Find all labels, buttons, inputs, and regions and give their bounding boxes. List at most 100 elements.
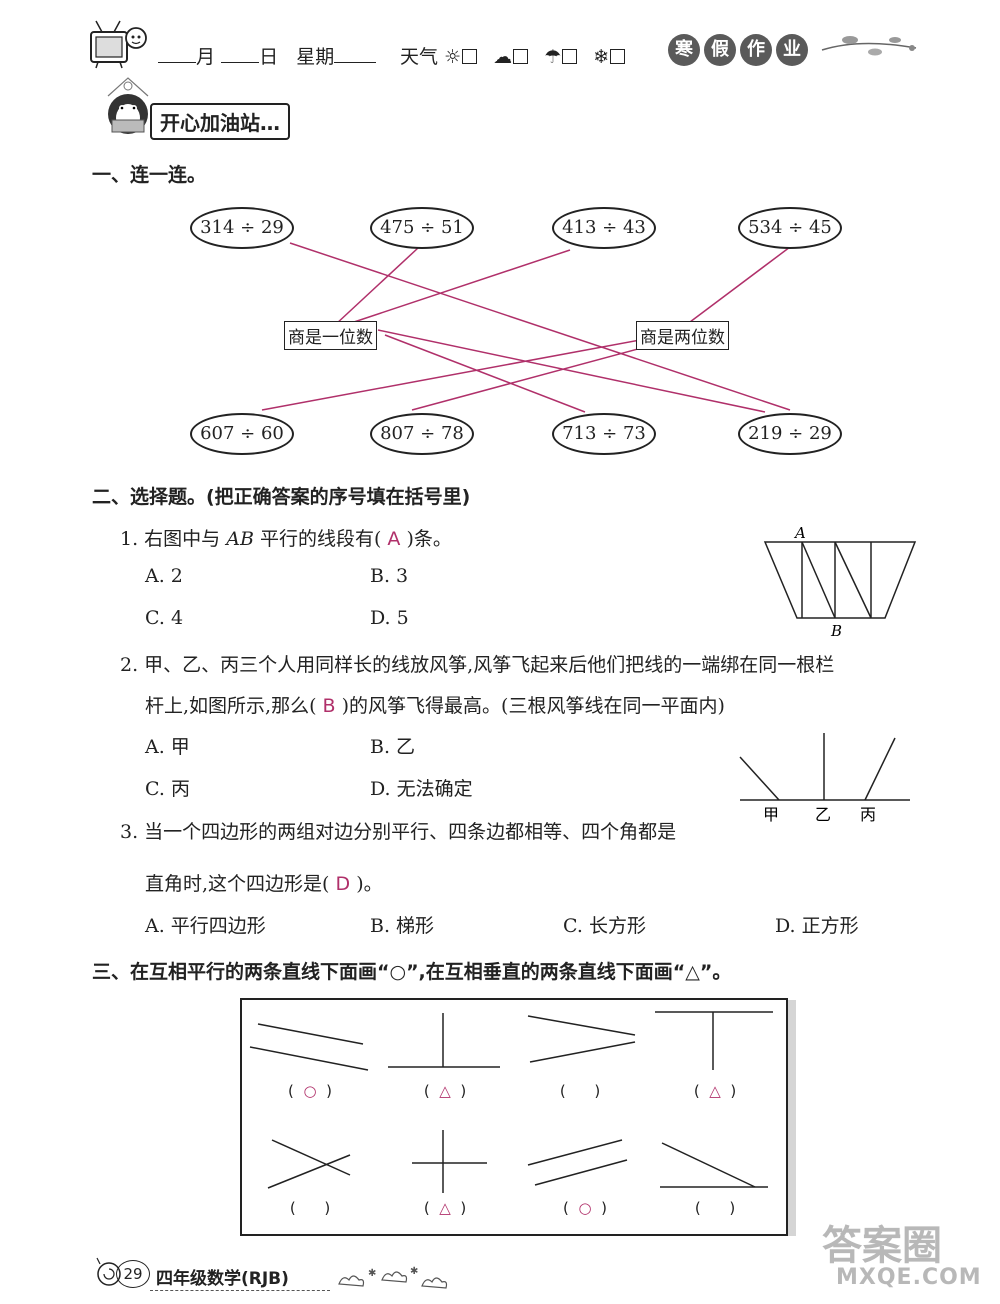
match-line <box>261 339 641 411</box>
answer-slot-4[interactable]: ( △ ) <box>693 1082 737 1100</box>
two-digit-quotient-label: 商是两位数 <box>636 321 729 350</box>
q2-answer[interactable]: B <box>322 695 336 717</box>
line-pair-1 <box>249 1046 369 1071</box>
q3-text: )。 <box>356 873 383 895</box>
answer-slot-6[interactable]: ( △ ) <box>423 1199 467 1217</box>
q3-option-d: D. 正方形 <box>775 915 859 937</box>
q2-text: )的风筝飞得最高。(三根风筝线在同一平面内) <box>341 695 725 717</box>
footer-underline <box>150 1290 330 1291</box>
q1-var: AB <box>226 528 254 550</box>
answer-slot-7[interactable]: ( ○ ) <box>563 1199 607 1217</box>
answer-slot-8[interactable]: ( ) <box>694 1199 736 1217</box>
month-blank <box>158 44 196 63</box>
one-digit-quotient-label: 商是一位数 <box>284 321 377 350</box>
fig-label-a: A <box>793 525 806 542</box>
weekday-blank <box>334 44 377 63</box>
weather-field: 天气 ☼ ☁ ☂ ❄ <box>400 42 635 69</box>
question-1: 1. 右图中与 AB 平行的线段有( A )条。 <box>120 524 452 551</box>
fig-label-bing: 丙 <box>860 805 876 824</box>
line-pair-5 <box>271 1139 351 1176</box>
answer-slot-3[interactable]: ( ) <box>559 1082 601 1100</box>
question-2-line-1: 2. 甲、乙、丙三个人用同样长的线放风筝,风筝飞起来后他们把线的一端绑在同一根栏 <box>120 654 835 676</box>
bottom-expression: 713 ÷ 73 <box>552 413 656 455</box>
section-banner: 开心加油站… <box>150 103 290 140</box>
q2-option-d: D. 无法确定 <box>370 778 473 800</box>
fig-label-jia: 甲 <box>763 805 779 824</box>
section-1-title: 一、连一连。 <box>92 164 207 186</box>
month-label: 月 <box>196 46 216 68</box>
q1-answer[interactable]: A <box>387 528 401 550</box>
top-expression: 413 ÷ 43 <box>552 207 656 249</box>
sun-icon: ☼ <box>444 46 462 68</box>
book-title: 四年级数学(RJB) <box>156 1269 289 1289</box>
line-pair-7 <box>527 1139 623 1166</box>
q1-text: 平行的线段有( <box>253 528 382 550</box>
answer-slot-1[interactable]: ( ○ ) <box>288 1082 332 1100</box>
date-fields: 月 日 星期 <box>158 42 377 69</box>
q1-option-b: B. 3 <box>370 565 409 587</box>
penguin-mascot-icon <box>107 77 149 134</box>
svg-text:✱: ✱ <box>410 1266 418 1277</box>
answer-slot-5[interactable]: ( ) <box>289 1199 331 1217</box>
match-line <box>411 342 661 411</box>
q1-option-a: A. 2 <box>145 565 183 587</box>
question-3-line-1: 3. 当一个四边形的两组对边分别平行、四条边都相等、四个角都是 <box>120 821 677 843</box>
question-2-line-2: 杆上,如图所示,那么( B )的风筝飞得最高。(三根风筝线在同一平面内) <box>145 691 725 718</box>
cloud-decoration-icon: ✱ ✱ <box>338 1266 448 1289</box>
matching-lines <box>261 242 791 413</box>
fig-label-b: B <box>830 622 842 640</box>
banner-char: 作 <box>740 34 772 66</box>
question-3-line-2: 直角时,这个四边形是( D )。 <box>145 869 383 896</box>
q3-option-c: C. 长方形 <box>563 915 646 937</box>
weekday-label: 星期 <box>296 46 335 68</box>
answer-slot-2[interactable]: ( △ ) <box>423 1082 467 1100</box>
watermark-logo: 答案圈 <box>822 1223 942 1269</box>
q2-option-c: C. 丙 <box>145 778 190 800</box>
match-line <box>384 334 586 413</box>
match-line <box>334 247 419 326</box>
bottom-expression: 807 ÷ 78 <box>370 413 474 455</box>
cloud-checkbox[interactable] <box>513 49 529 64</box>
q3-answer[interactable]: D <box>335 873 351 895</box>
rain-checkbox[interactable] <box>562 49 578 64</box>
sun-checkbox[interactable] <box>462 49 478 64</box>
watermark-url: MXQE.COM <box>836 1265 982 1290</box>
line-pair-3 <box>529 1041 636 1063</box>
q2-option-a: A. 甲 <box>145 736 190 758</box>
q3-option-b: B. 梯形 <box>370 915 435 937</box>
top-expression: 475 ÷ 51 <box>370 207 474 249</box>
bottom-expression: 219 ÷ 29 <box>738 413 842 455</box>
svg-text:✱: ✱ <box>368 1268 376 1279</box>
q1-option-c: C. 4 <box>145 607 184 629</box>
top-expression: 534 ÷ 45 <box>738 207 842 249</box>
winter-homework-banner: 寒假作业 <box>668 34 818 70</box>
cloud-icon: ☁ <box>493 46 513 68</box>
match-line <box>344 249 571 326</box>
weather-label: 天气 <box>400 46 439 68</box>
line-pair-5 <box>267 1154 351 1189</box>
day-blank <box>221 44 260 63</box>
section-2-title: 二、选择题。(把正确答案的序号填在括号里) <box>92 486 471 508</box>
match-line <box>377 329 766 413</box>
snow-icon: ❄ <box>593 46 610 68</box>
snow-checkbox[interactable] <box>610 49 626 64</box>
rain-icon: ☂ <box>544 46 562 68</box>
tv-mascot-icon <box>90 20 147 69</box>
section-3-title: 三、在互相平行的两条直线下面画“○”,在互相垂直的两条直线下面画“△”。 <box>92 961 732 983</box>
banner-char: 假 <box>704 34 736 66</box>
match-line <box>289 242 791 411</box>
line-pair-3 <box>527 1015 636 1036</box>
q2-option-b: B. 乙 <box>370 736 416 758</box>
bottom-expression: 607 ÷ 60 <box>190 413 294 455</box>
day-label: 日 <box>259 46 279 68</box>
q3-option-a: A. 平行四边形 <box>145 915 266 937</box>
banner-char: 业 <box>776 34 808 66</box>
q1-text: )条。 <box>406 528 452 550</box>
line-pair-8 <box>661 1142 756 1188</box>
page-number: 29 <box>116 1260 150 1288</box>
q1-option-d: D. 5 <box>370 607 409 629</box>
branch-decoration-icon <box>821 36 917 56</box>
banner-char: 寒 <box>668 34 700 66</box>
trapezoid-figure: A B <box>763 525 917 640</box>
q1-text: 1. 右图中与 <box>120 528 227 550</box>
